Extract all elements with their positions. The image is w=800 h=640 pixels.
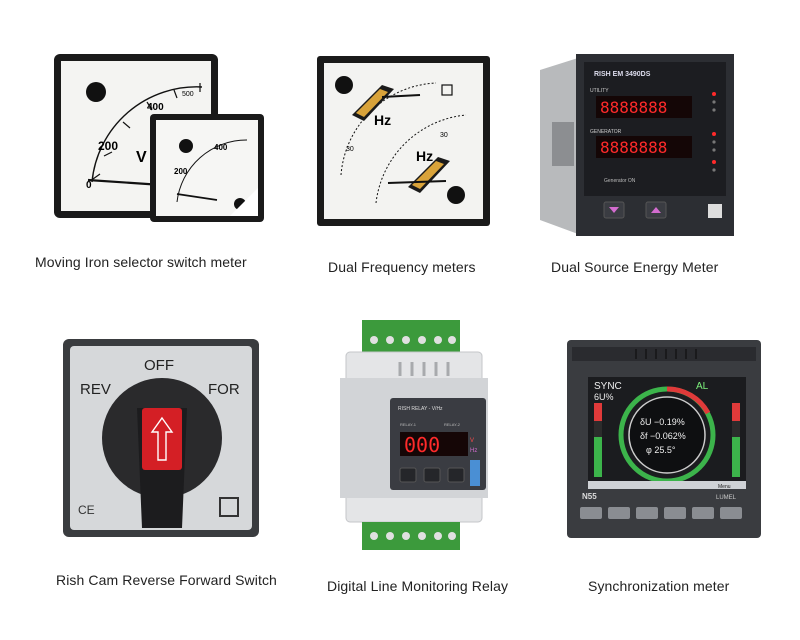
phase-angle-reading: φ 25.5° [646, 445, 676, 455]
alarm-label: AL [696, 381, 709, 392]
synchronization-meter-image: SYNC 6U% AL δU −0.19% δf −0.062% φ 25.5°… [567, 340, 761, 538]
hz-label-top: Hz [374, 112, 391, 128]
small-scale-label-400: 400 [214, 143, 228, 152]
energy-meter-brand: RISH EM 3490DS [594, 71, 651, 78]
generator-status: Generator ON [604, 178, 636, 184]
hz-label-bottom: Hz [416, 148, 433, 164]
product-dual-frequency-meter: Hz Hz 30 30 [316, 55, 491, 227]
zero-label: 0 [86, 180, 92, 191]
down-arrow-icon [609, 207, 619, 213]
scale-label-400: 400 [147, 102, 164, 113]
ce-mark: CE [78, 503, 95, 517]
moving-iron-meter-image: 400 500 200 V 0 400 200 [54, 54, 264, 222]
caption-dual-frequency-meter: Dual Frequency meters [328, 259, 476, 275]
utility-display: 8888888 [600, 98, 667, 117]
rev-label: REV [80, 381, 111, 398]
arrow-up-icon [150, 416, 174, 461]
small-scale-label-200: 200 [174, 167, 188, 176]
dual-source-energy-meter-image: RISH EM 3490DS UTILITY GENERATOR 8888888… [540, 54, 734, 236]
relay-1-label: RELAY-1 [400, 422, 417, 427]
up-arrow-icon [651, 207, 661, 213]
delta-u-reading: δU −0.19% [640, 417, 685, 427]
unit-volt-label: V [136, 149, 147, 166]
caption-monitoring-relay: Digital Line Monitoring Relay [327, 578, 509, 594]
menu-label: Menu [718, 484, 731, 490]
monitoring-relay-image: RISH RELAY - V/Hz RELAY-1 RELAY-2 000 V … [340, 320, 488, 550]
tick-30-right: 30 [440, 132, 448, 139]
tick-30-left: 30 [346, 146, 354, 153]
model-label: N55 [582, 492, 597, 501]
relay-2-label: RELAY-2 [444, 422, 461, 427]
generator-display: 8888888 [600, 138, 667, 157]
reset-button [399, 467, 417, 483]
zero-adjust-knob [86, 82, 106, 102]
cam-switch-image: OFF REV FOR CE [63, 339, 259, 537]
caption-moving-iron-meter: Moving Iron selector switch meter [35, 254, 247, 270]
utility-label: UTILITY [590, 88, 609, 94]
delta-f-reading: δf −0.062% [640, 431, 686, 441]
for-label: FOR [208, 381, 240, 398]
product-monitoring-relay: RISH RELAY - V/Hz RELAY-1 RELAY-2 000 V … [340, 318, 488, 552]
relay-display: 000 [404, 433, 440, 457]
scale-label-200: 200 [98, 139, 118, 153]
off-label: OFF [144, 357, 174, 374]
generator-label: GENERATOR [590, 129, 622, 135]
caption-synchronization-meter: Synchronization meter [588, 578, 730, 594]
caption-dual-source-energy-meter: Dual Source Energy Meter [551, 259, 719, 275]
sync-label: SYNC [594, 381, 622, 392]
lumel-brand: LUMEL [716, 495, 737, 501]
meter-needle [87, 178, 163, 187]
scale-label-500: 500 [182, 91, 194, 98]
product-cam-switch: OFF REV FOR CE [62, 338, 260, 538]
product-dual-source-energy-meter: RISH EM 3490DS UTILITY GENERATOR 8888888… [538, 52, 736, 238]
product-synchronization-meter: SYNC 6U% AL δU −0.19% δf −0.062% φ 25.5°… [566, 339, 762, 539]
unit-hz: Hz [470, 448, 477, 454]
product-moving-iron-meter: 400 500 200 V 0 400 200 [52, 52, 267, 224]
relay-brand: RISH RELAY - V/Hz [398, 406, 443, 412]
dual-frequency-meter-image: Hz Hz 30 30 [317, 56, 490, 226]
caption-cam-switch: Rish Cam Reverse Forward Switch [56, 572, 277, 588]
unit-v: V [470, 438, 474, 444]
sync-value: 6U% [594, 392, 614, 402]
